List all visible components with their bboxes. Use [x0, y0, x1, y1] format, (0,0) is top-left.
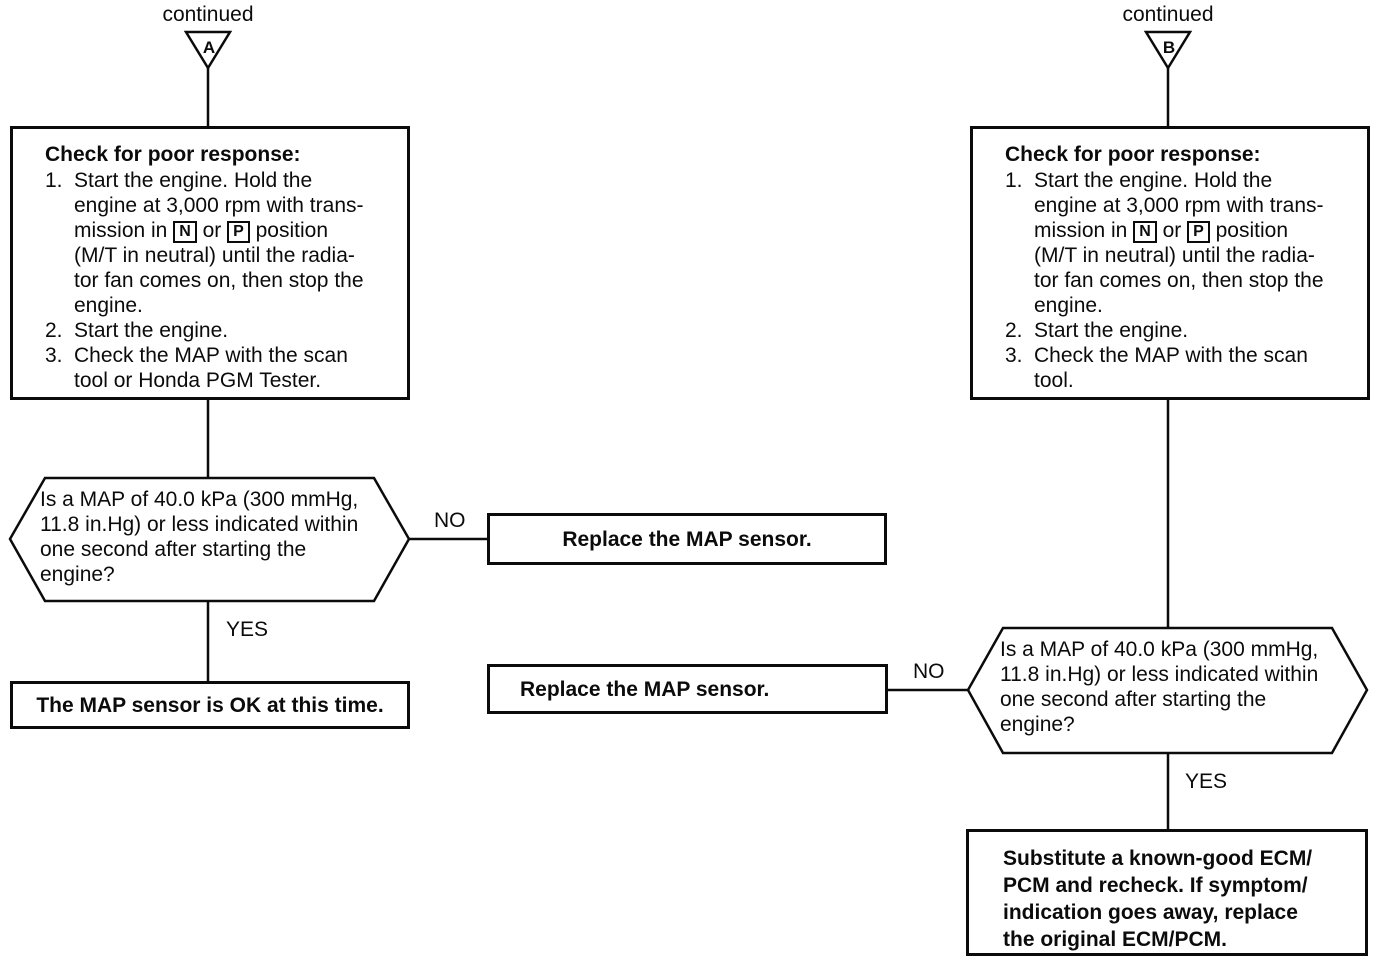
- check-step-3-right: 3. Check the MAP with the scan tool.: [1005, 343, 1355, 393]
- check-step-1-right: 1. Start the engine. Hold the engine at …: [1005, 168, 1355, 318]
- connector-a-letter: A: [203, 38, 215, 57]
- step-number: 3.: [1005, 344, 1023, 367]
- check-box-left: Check for poor response: 1. Start the en…: [10, 126, 410, 400]
- map-sensor-ok-box: The MAP sensor is OK at this time.: [10, 681, 410, 729]
- decision-question-left: Is a MAP of 40.0 kPa (300 mmHg, 11.8 in.…: [40, 488, 359, 586]
- step-text-part: or: [1156, 219, 1188, 242]
- step-number: 2.: [45, 319, 63, 342]
- decision-question-right: Is a MAP of 40.0 kPa (300 mmHg, 11.8 in.…: [1000, 638, 1319, 736]
- gear-position-p-icon: P: [1187, 221, 1210, 243]
- step-text-part: position (M/T in neutral) until the radi…: [1034, 219, 1324, 317]
- step-text-part: or: [196, 219, 228, 242]
- connector-a-triangle-icon: [183, 30, 233, 71]
- substitute-ecm-pcm-box: Substitute a known-good ECM/ PCM and rec…: [966, 829, 1368, 956]
- step-text: Check the MAP with the scan tool.: [1034, 344, 1308, 392]
- yes-label-right: YES: [1185, 770, 1228, 793]
- result-text: Replace the MAP sensor.: [520, 677, 770, 701]
- step-text-part: Start the engine. Hold the engine at 3,0…: [74, 169, 364, 242]
- step-text: Start the engine. Hold the engine at 3,0…: [1034, 168, 1355, 318]
- gear-position-p-icon: P: [227, 221, 250, 243]
- continued-label-left: continued: [162, 3, 254, 26]
- gear-position-n-icon: N: [173, 221, 197, 243]
- check-step-2-left: 2. Start the engine.: [45, 318, 395, 343]
- step-number: 1.: [45, 169, 63, 192]
- connector-b-letter: B: [1163, 38, 1175, 57]
- yes-label-left: YES: [226, 618, 269, 641]
- check-box-right: Check for poor response: 1. Start the en…: [970, 126, 1370, 400]
- no-label-right: NO: [913, 660, 945, 683]
- step-text-part: position (M/T in neutral) until the radi…: [74, 219, 364, 317]
- step-number: 1.: [1005, 169, 1023, 192]
- step-text: Start the engine. Hold the engine at 3,0…: [74, 168, 395, 318]
- check-heading-left: Check for poor response:: [45, 143, 301, 166]
- connector-b-triangle-icon: [1143, 30, 1193, 71]
- gear-position-n-icon: N: [1133, 221, 1157, 243]
- result-text: The MAP sensor is OK at this time.: [36, 693, 384, 717]
- step-text-part: Start the engine. Hold the engine at 3,0…: [1034, 169, 1324, 242]
- check-step-3-left: 3. Check the MAP with the scan tool or H…: [45, 343, 395, 393]
- step-text: Start the engine.: [74, 319, 229, 342]
- step-number: 2.: [1005, 319, 1023, 342]
- check-heading-right: Check for poor response:: [1005, 143, 1261, 166]
- decision-hexagon-right: [966, 626, 1369, 755]
- result-text: Substitute a known-good ECM/ PCM and rec…: [1003, 847, 1313, 951]
- replace-map-sensor-box-right: Replace the MAP sensor.: [487, 664, 888, 714]
- decision-hexagon-left: [8, 476, 411, 603]
- check-step-2-right: 2. Start the engine.: [1005, 318, 1355, 343]
- replace-map-sensor-box-left: Replace the MAP sensor.: [487, 513, 887, 565]
- check-step-1-left: 1. Start the engine. Hold the engine at …: [45, 168, 395, 318]
- result-text: Replace the MAP sensor.: [562, 527, 812, 551]
- step-number: 3.: [45, 344, 63, 367]
- no-label-left: NO: [434, 509, 466, 532]
- step-text: Check the MAP with the scan tool or Hond…: [74, 344, 348, 392]
- step-text: Start the engine.: [1034, 319, 1189, 342]
- continued-label-right: continued: [1122, 3, 1214, 26]
